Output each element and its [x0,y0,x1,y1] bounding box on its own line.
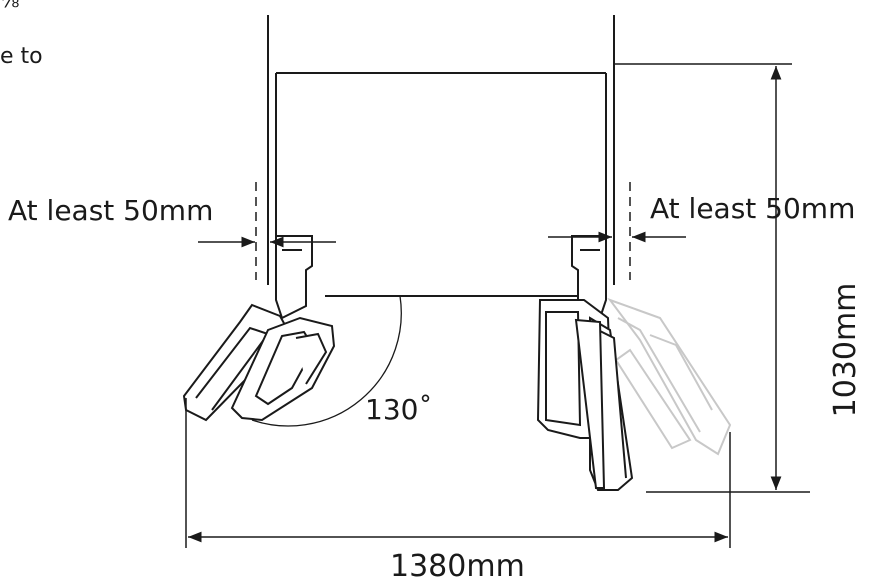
cropped-text-fragment-side: e to [0,44,43,69]
fridge-cabinet [275,72,607,297]
total-depth-label: 1030mm [828,282,863,418]
right-door-ghost [607,297,732,456]
total-width-label: 1380mm [390,549,525,584]
right-hinge [571,235,607,320]
door-angle-label: 130˚ [365,393,433,426]
left-door [182,303,336,422]
angle-arc [251,295,402,427]
left-clearance-label: At least 50mm [8,194,214,227]
right-clearance-label: At least 50mm [650,192,856,225]
cropped-text-fragment-top: ⅞" [0,0,29,12]
right-door [536,299,634,491]
left-hinge [275,235,313,320]
